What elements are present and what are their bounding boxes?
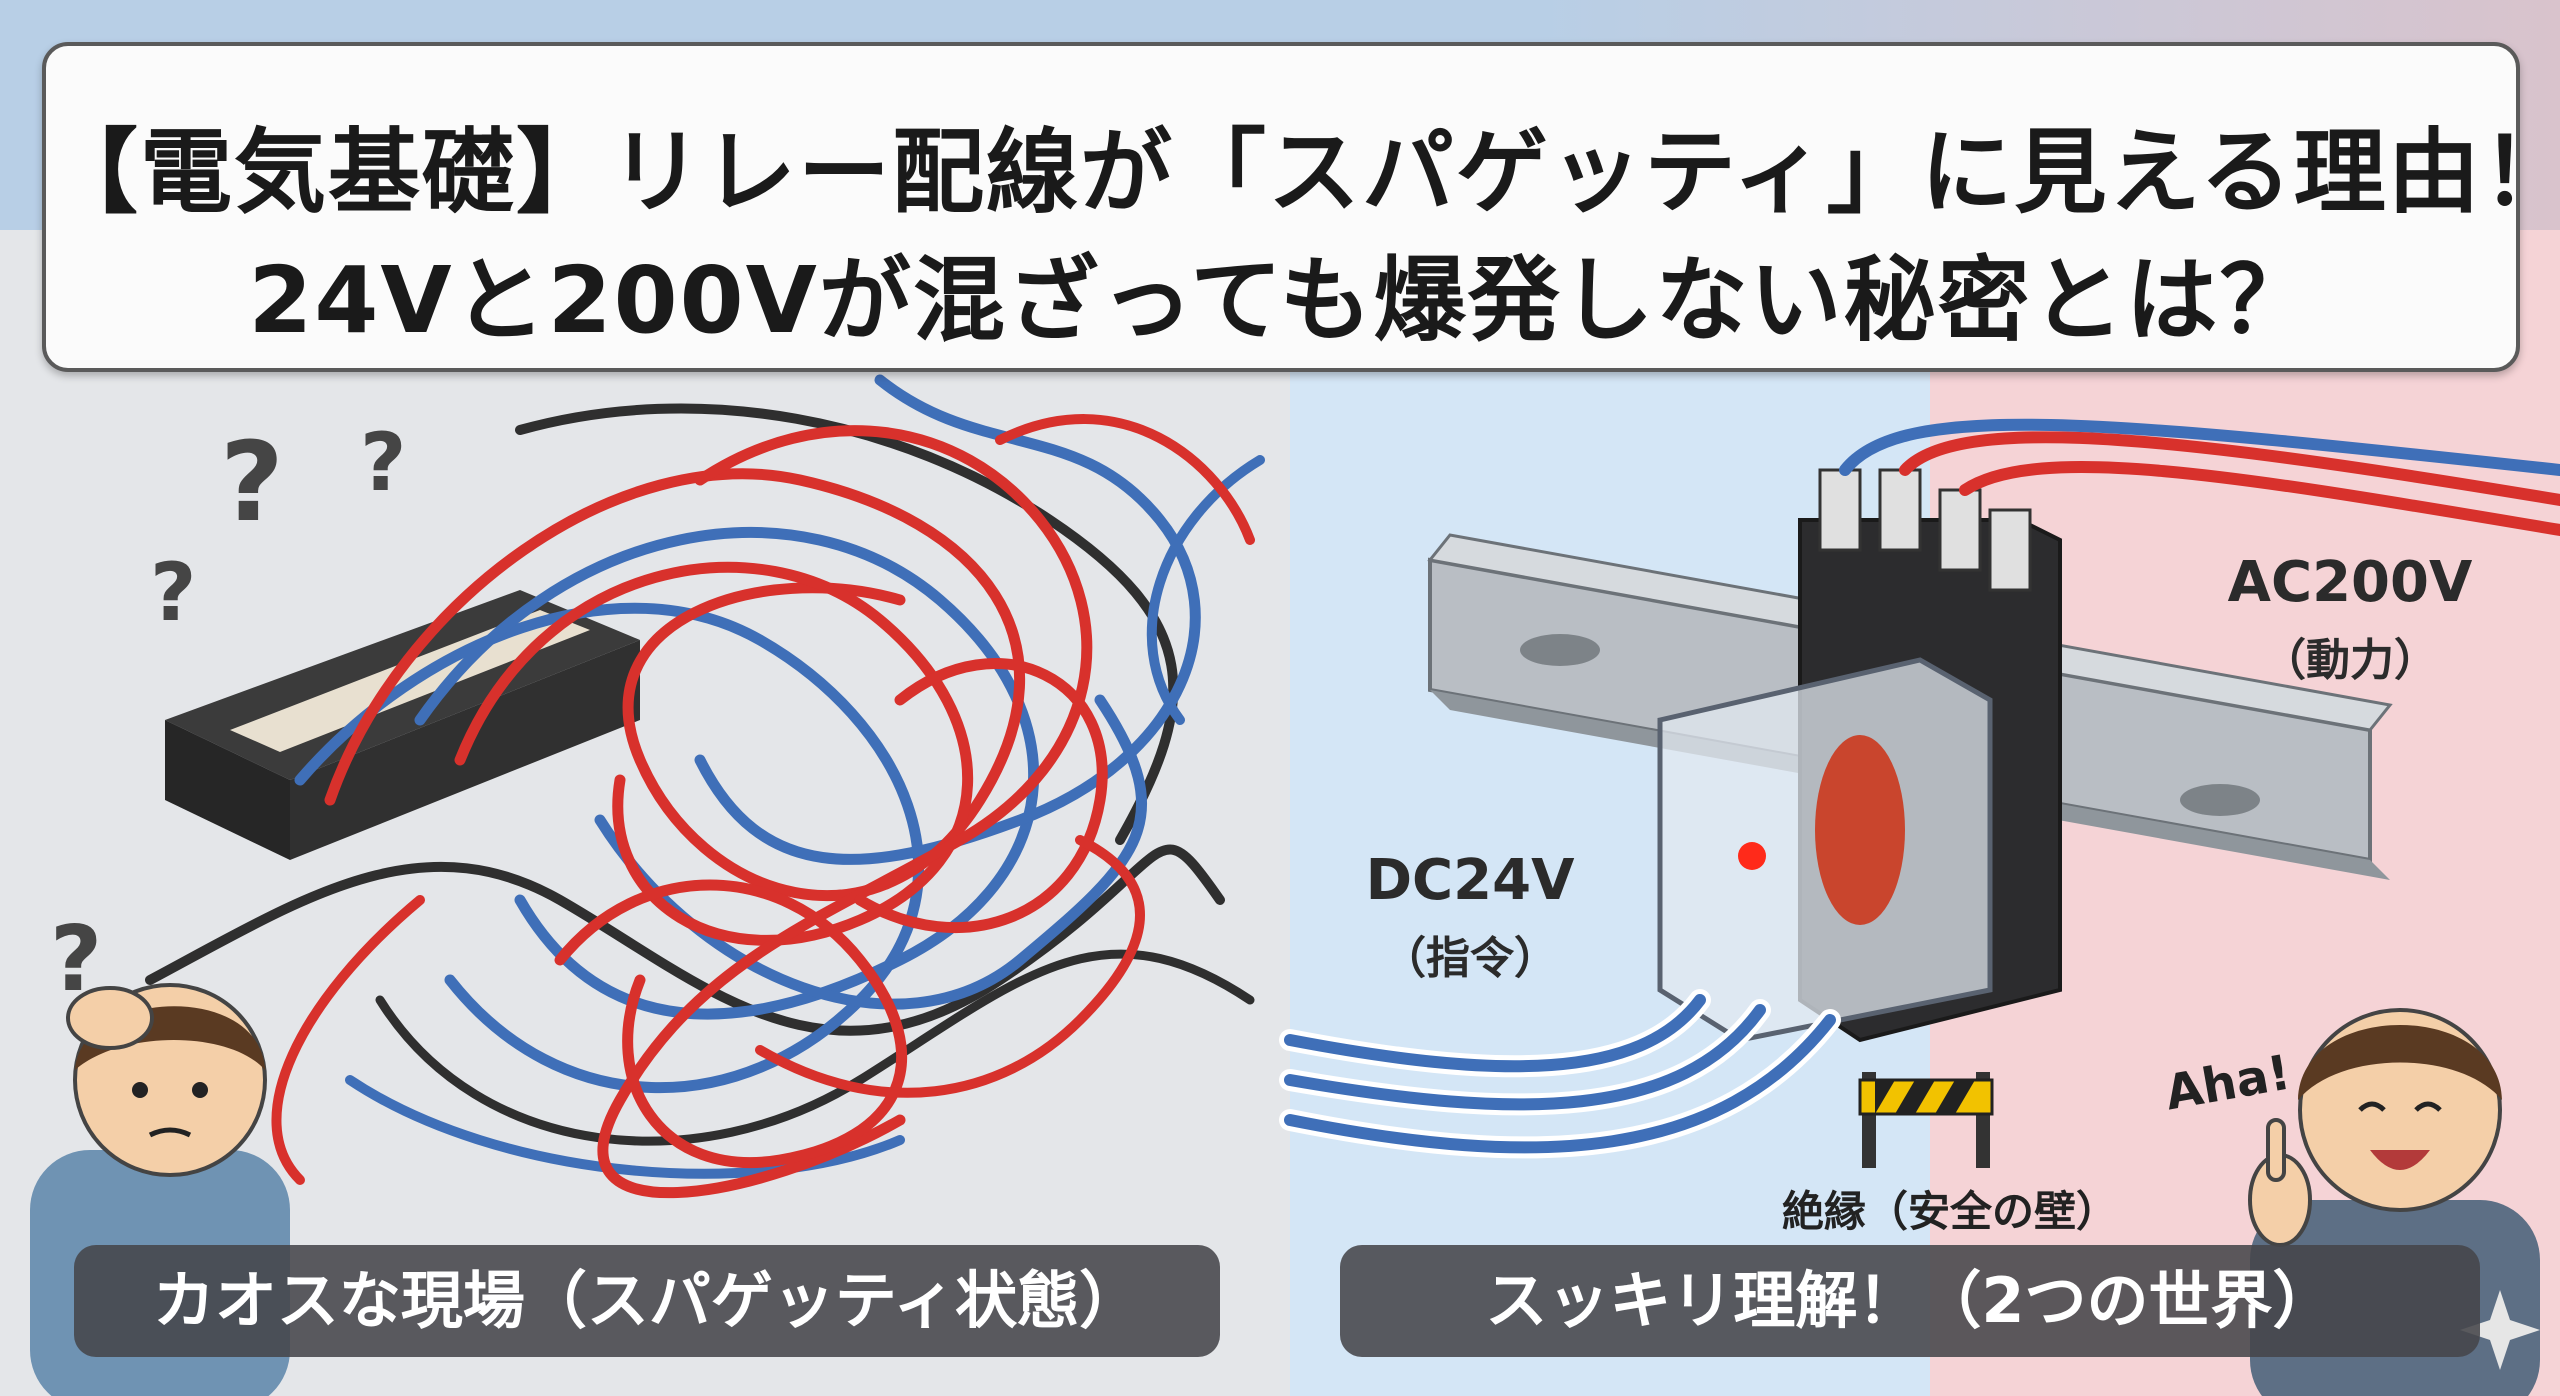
caption-chaos: カオスな現場（スパゲッティ状態） (74, 1245, 1220, 1357)
ac-voltage-label: AC200V (2227, 550, 2473, 615)
svg-text:?: ? (220, 418, 284, 546)
title-banner: 【電気基礎】リレー配線が「スパゲッティ」に見える理由！ 24Vと200Vが混ざっ… (42, 42, 2560, 372)
insulation-label: 絶縁（安全の壁） (1781, 1187, 2118, 1236)
title-line-1: 【電気基礎】リレー配線が「スパゲッティ」に見える理由！ (46, 119, 2560, 226)
dc-role-label: （指令） (1382, 933, 1558, 984)
relay-icon (1657, 468, 2062, 1043)
terminal-block-icon (165, 590, 640, 860)
title-line-2: 24Vと200Vが混ざっても爆発しない秘密とは？ (248, 247, 2314, 354)
caption-understanding: スッキリ理解！（2つの世界） (1340, 1245, 2480, 1357)
dc-wires (1279, 989, 1841, 1159)
tangled-wires (145, 374, 1265, 1199)
svg-text:?: ? (360, 416, 406, 509)
sparkle-icon (2460, 1290, 2540, 1370)
ac-wires (1839, 418, 2560, 536)
svg-text:?: ? (150, 546, 196, 639)
status-led-icon (1738, 842, 1766, 870)
dc-voltage-label: DC24V (1365, 848, 1575, 913)
ac-role-label: （動力） (2262, 635, 2438, 686)
barrier-icon (1858, 1072, 1994, 1168)
